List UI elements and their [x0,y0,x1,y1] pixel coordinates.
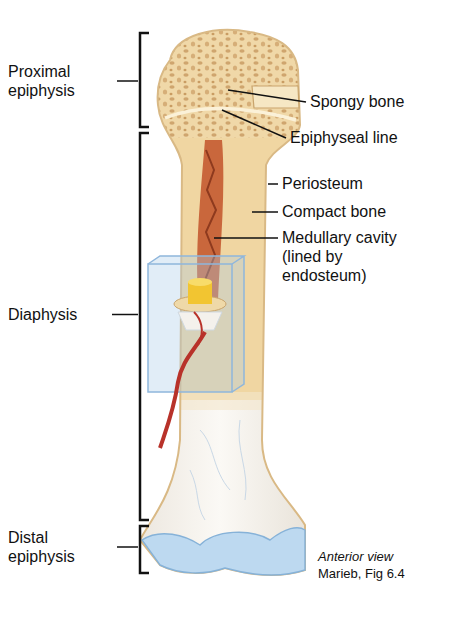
leader-line [222,110,286,138]
section-box [148,256,244,392]
bone-surface [120,400,320,600]
region-label: Proximal epiphysis [8,62,113,100]
articular-cartilage [142,528,305,575]
part-label: Medullary cavity (lined by endosteum) [282,228,422,285]
caption-text: Marieb, Fig 6.4 [318,565,405,582]
leader-line [268,183,278,185]
region-bracket [140,133,149,520]
leader-line [252,211,278,213]
region-label: Diaphysis [8,305,108,324]
leader-line [228,90,306,102]
leader-line [112,314,138,316]
nutrient-artery [160,332,205,448]
leader-line [117,546,138,548]
region-bracket [140,526,149,573]
surface-blend [120,392,320,410]
region-label: Distal epiphysis [8,528,113,566]
bone-body [120,20,320,600]
part-label: Spongy bone [310,92,404,111]
part-label: Epiphyseal line [290,128,398,147]
leader-line [117,80,138,82]
caption-text: Anterior view [318,548,393,565]
periosteum [140,30,305,575]
artery-branch [194,312,202,345]
spongy-bone [120,20,320,138]
part-label: Periosteum [282,174,363,193]
region-bracket [140,33,149,127]
leader-line [214,237,278,239]
surface-vessels [190,420,246,520]
part-label: Compact bone [282,202,386,221]
